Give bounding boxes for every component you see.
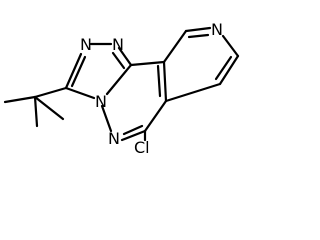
atom-label-n5: N	[108, 129, 120, 148]
molecule-drawing: N N N N N Cl	[3, 20, 240, 155]
bond-n1-c9b-double	[111, 51, 126, 70]
bond-c3-n4	[64, 86, 96, 100]
bond-tbu-to-ring	[33, 86, 68, 99]
bond-c9a-c6a	[162, 60, 168, 103]
bond-c6-c6a	[143, 99, 168, 133]
bond-c3-n2	[64, 52, 83, 90]
atom-label-n8: N	[211, 20, 223, 39]
bond-n4-n5	[100, 104, 113, 133]
bond-tbu-methyl-left	[3, 95, 37, 104]
bond-c9-n8-double	[187, 33, 210, 39]
bond-c9a-c6a-double	[156, 64, 162, 98]
bond-c3-n2-double	[70, 55, 87, 88]
bond-n8-c7	[221, 34, 240, 58]
atom-label-n4: N	[95, 92, 107, 111]
bond-tbu-methyl-bottom	[33, 95, 39, 128]
atom-label-n2: N	[80, 35, 92, 54]
bond-c7-c6b-double	[214, 55, 233, 81]
atom-labels: N N N N N Cl	[80, 20, 223, 155]
bond-n5-c6-double	[122, 124, 144, 136]
bond-n1-c9b	[117, 46, 133, 67]
atom-label-cl: Cl	[134, 138, 150, 155]
structure-diagram: N N N N N Cl	[0, 0, 245, 155]
bond-c7-c6b	[218, 54, 240, 86]
bonds	[3, 26, 240, 142]
bond-c9b-c9a	[129, 60, 166, 67]
bond-tbu-methyl-right	[33, 95, 65, 121]
bond-n4-c9b	[105, 63, 133, 96]
bond-c9a-c9	[162, 29, 188, 64]
bond-c6b-c6a	[164, 82, 222, 103]
bond-n5-c6	[120, 129, 147, 142]
atom-label-n1: N	[112, 35, 124, 54]
bond-c9-n8	[184, 26, 212, 33]
